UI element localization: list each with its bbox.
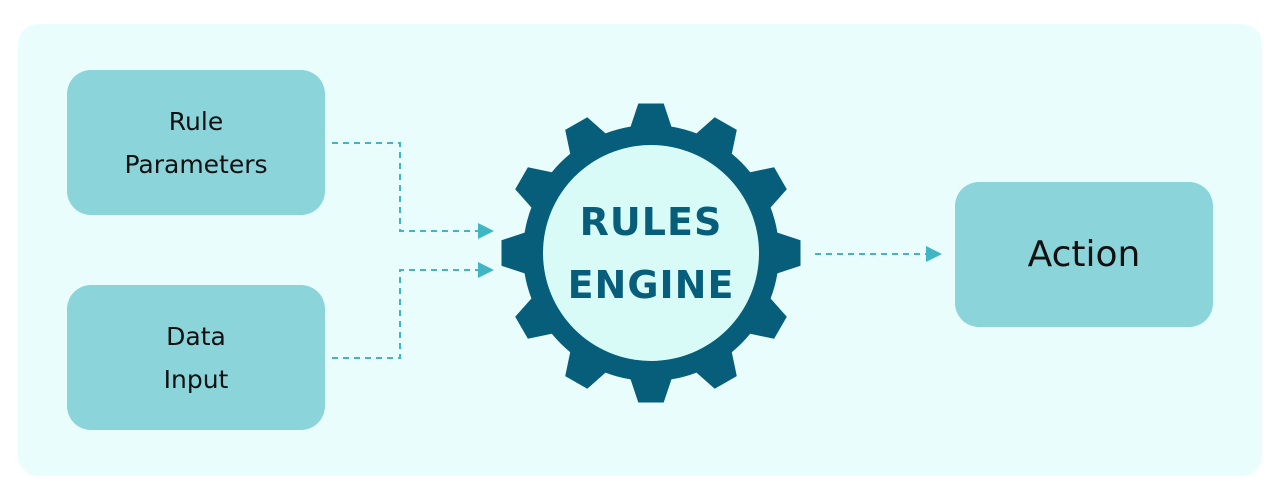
engine-line-2: ENGINE — [567, 263, 735, 307]
rule-parameters-line-2: Parameters — [124, 149, 268, 179]
arrow-rule-parameters-to-engine — [332, 142, 494, 239]
engine-line-1: RULES — [579, 200, 723, 244]
data-input-line-1: Data — [166, 321, 226, 351]
rule-parameters-line-1: Rule — [168, 106, 224, 136]
data-input-box: Data Input — [67, 285, 325, 430]
rule-parameters-box: Rule Parameters — [67, 70, 325, 215]
data-input-line-2: Input — [163, 364, 229, 394]
gear-center — [543, 145, 759, 361]
arrow-data-input-to-engine — [332, 262, 494, 359]
action-box: Action — [955, 182, 1213, 327]
action-label: Action — [1027, 234, 1141, 275]
